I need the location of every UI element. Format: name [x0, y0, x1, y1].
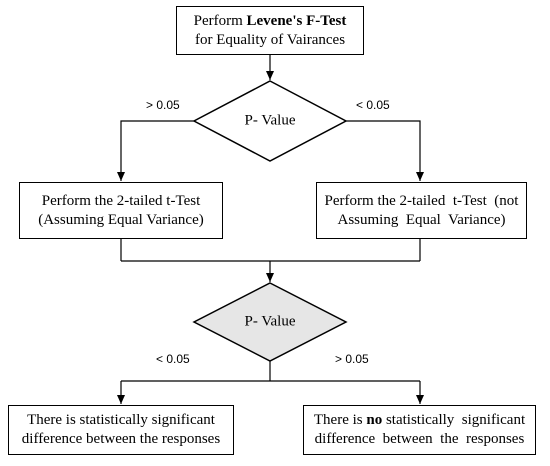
edge-label-right-top: < 0.05	[356, 98, 390, 112]
edge-label-left-bottom: < 0.05	[156, 352, 190, 366]
significant-difference-box: There is statistically significant diffe…	[8, 405, 234, 455]
decision1-label: P- Value	[244, 112, 296, 129]
unequal-variance-ttest-box: Perform the 2-tailed t-Test (not Assumin…	[316, 182, 527, 239]
decision2-label: P- Value	[244, 313, 296, 330]
edge-label-left-top: > 0.05	[146, 98, 180, 112]
significant-line2: difference between the responses	[21, 431, 221, 447]
no-significant-difference-box: There is no statistically significant di…	[303, 405, 536, 455]
significant-line1: There is statistically significant	[27, 412, 215, 428]
edge-label-right-bottom: > 0.05	[335, 352, 369, 366]
equal-variance-line2: (Assuming Equal Variance)	[38, 211, 204, 228]
levene-test-box: Perform Levene's F-Test for Equality of …	[176, 6, 364, 55]
arrow-decision1-to-left-box	[117, 120, 194, 181]
no-significant-line1: There is no statistically significant	[313, 412, 526, 428]
levene-test-line1: Perform Levene's F-Test	[193, 12, 347, 29]
decision1-diamond	[192, 80, 348, 162]
levene-test-line2: for Equality of Vairances	[194, 31, 346, 48]
no-significant-line2: difference between the responses	[314, 431, 525, 447]
equal-variance-line1: Perform the 2-tailed t-Test	[41, 192, 201, 209]
equal-variance-ttest-box: Perform the 2-tailed t-Test (Assuming Eq…	[19, 182, 223, 239]
unequal-variance-line2: Assuming Equal Variance)	[337, 211, 506, 228]
arrow-decision1-to-right-box	[346, 120, 424, 181]
unequal-variance-line1: Perform the 2-tailed t-Test (not	[324, 192, 519, 209]
